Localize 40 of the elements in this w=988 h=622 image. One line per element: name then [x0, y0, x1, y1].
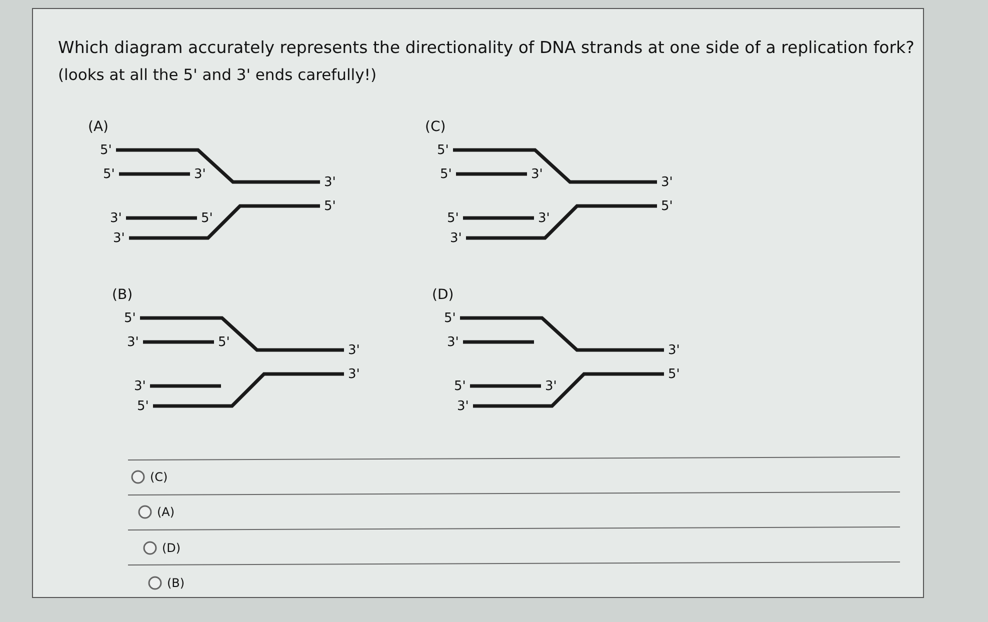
- strand-end-label: 5': [661, 200, 673, 212]
- strand-end-label: 3': [538, 212, 550, 224]
- strand-end-label: 3': [457, 400, 469, 412]
- strand-end-label: 3': [113, 232, 125, 244]
- strand-end-label: 3': [348, 368, 360, 380]
- strand-end-label: 3': [194, 168, 206, 180]
- option-label: (C): [150, 471, 168, 483]
- panel-label: (B): [112, 288, 133, 302]
- strand-end-label: 5': [454, 380, 466, 392]
- strand-end-label: 5': [100, 144, 112, 156]
- strand-end-label: 5': [447, 212, 459, 224]
- strand-end-label: 5': [137, 400, 149, 412]
- option-label: (A): [157, 506, 175, 518]
- strand-end-label: 5': [440, 168, 452, 180]
- strand-end-label: 3': [447, 336, 459, 348]
- panel-label: (C): [425, 120, 446, 134]
- strand-end-label: 3': [324, 176, 336, 188]
- strand-end-label: 3': [661, 176, 673, 188]
- strand-end-label: 5': [218, 336, 230, 348]
- strand-end-label: 5': [668, 368, 680, 380]
- strand-end-label: 3': [545, 380, 557, 392]
- strand-end-label: 3': [450, 232, 462, 244]
- option-label: (D): [162, 542, 181, 554]
- panel-label: (D): [432, 288, 454, 302]
- strand-end-label: 3': [348, 344, 360, 356]
- strand-end-label: 3': [134, 380, 146, 392]
- strand-end-label: 3': [110, 212, 122, 224]
- option-label: (B): [167, 577, 185, 589]
- question-text: Which diagram accurately represents the directionality of DNA strands at one side of a replication fork?: [58, 40, 914, 56]
- strand-end-label: 5': [124, 312, 136, 324]
- strand-end-label: 5': [437, 144, 449, 156]
- strand-end-label: 3': [127, 336, 139, 348]
- strand-end-label: 3': [668, 344, 680, 356]
- strand-end-label: 5': [103, 168, 115, 180]
- panel-label: (A): [88, 120, 109, 134]
- strand-end-label: 5': [444, 312, 456, 324]
- instruction-text: (looks at all the 5' and 3' ends carefully!): [58, 68, 377, 84]
- strand-end-label: 5': [324, 200, 336, 212]
- strand-end-label: 5': [201, 212, 213, 224]
- strand-end-label: 3': [531, 168, 543, 180]
